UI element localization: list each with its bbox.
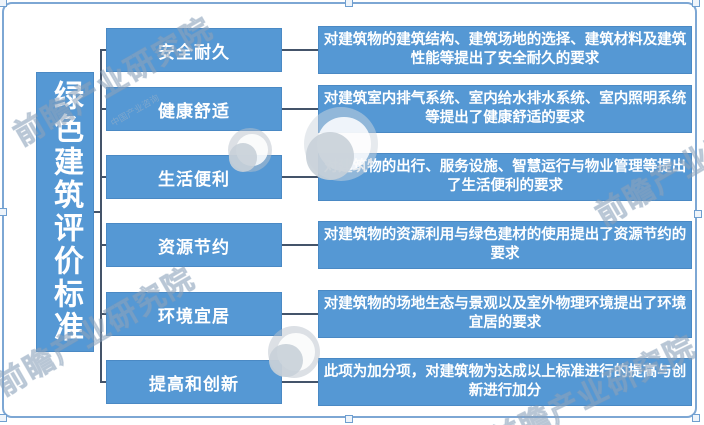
category-box-resource-saving[interactable]: 资源节约 <box>106 223 282 267</box>
link-connector-line <box>282 313 318 315</box>
selection-handle-bottom-left[interactable] <box>0 414 7 422</box>
description-box-resource-saving[interactable]: 对建筑物的资源利用与绿色建材的使用提出了资源节约的要求 <box>318 221 692 269</box>
branch-connector-line <box>100 381 106 383</box>
category-box-health-comfort[interactable]: 健康舒适 <box>106 87 282 131</box>
link-connector-line <box>282 176 318 178</box>
category-box-improvement-innovation[interactable]: 提高和创新 <box>106 360 282 404</box>
selection-handle-middle-right[interactable] <box>694 210 702 218</box>
category-label: 安全耐久 <box>158 42 230 62</box>
category-label: 资源节约 <box>158 237 230 257</box>
trunk-connector-line <box>100 50 102 383</box>
link-connector-line <box>282 108 318 110</box>
selection-handle-bottom-right[interactable] <box>692 414 700 422</box>
branch-connector-line <box>100 313 106 315</box>
link-connector-line <box>282 381 318 383</box>
branch-connector-line <box>100 49 106 51</box>
category-box-life-convenience[interactable]: 生活便利 <box>106 155 282 199</box>
selection-handle-top-right[interactable] <box>692 0 700 7</box>
branch-connector-line <box>100 108 106 110</box>
description-text: 对建筑物的建筑结构、建筑场地的选择、建筑材料及建筑性能等提出了安全耐久的要求 <box>323 32 687 67</box>
selection-handle-bottom-middle[interactable] <box>345 415 353 423</box>
description-box-environment-livability[interactable]: 对建筑物的场地生态与景观以及室外物理环境提出了环境宜居的要求 <box>318 290 692 338</box>
description-box-safety-durability[interactable]: 对建筑物的建筑结构、建筑场地的选择、建筑材料及建筑性能等提出了安全耐久的要求 <box>318 26 692 74</box>
description-text: 对建筑物的出行、服务设施、智慧运行与物业管理等提出了生活便利的要求 <box>323 159 687 194</box>
category-label: 提高和创新 <box>149 374 239 394</box>
category-box-environment-livability[interactable]: 环境宜居 <box>106 292 282 336</box>
category-label: 生活便利 <box>158 169 230 189</box>
selection-handle-top-left[interactable] <box>0 0 7 7</box>
link-connector-line <box>282 49 318 51</box>
root-title-box[interactable]: 绿色建筑评价标准 <box>36 72 94 352</box>
category-label: 健康舒适 <box>158 101 230 121</box>
category-label: 环境宜居 <box>158 306 230 326</box>
description-box-improvement-innovation[interactable]: 此项为加分项，对建筑物为达成以上标准进行的提高与创新进行加分 <box>318 358 692 406</box>
link-connector-line <box>282 244 318 246</box>
category-box-safety-durability[interactable]: 安全耐久 <box>106 28 282 72</box>
description-text: 对建筑室内排气系统、室内给水排水系统、室内照明系统等提出了健康舒适的要求 <box>323 91 687 126</box>
description-text: 对建筑物的资源利用与绿色建材的使用提出了资源节约的要求 <box>323 227 687 262</box>
root-connector-line <box>94 211 100 213</box>
selection-handle-top-middle[interactable] <box>345 0 353 7</box>
description-box-health-comfort[interactable]: 对建筑室内排气系统、室内给水排水系统、室内照明系统等提出了健康舒适的要求 <box>318 85 692 133</box>
description-box-life-convenience[interactable]: 对建筑物的出行、服务设施、智慧运行与物业管理等提出了生活便利的要求 <box>318 153 692 201</box>
description-text: 对建筑物的场地生态与景观以及室外物理环境提出了环境宜居的要求 <box>323 296 687 331</box>
branch-connector-line <box>100 244 106 246</box>
root-title-label: 绿色建筑评价标准 <box>49 80 82 344</box>
selection-handle-middle-left[interactable] <box>0 208 7 216</box>
branch-connector-line <box>100 176 106 178</box>
description-text: 此项为加分项，对建筑物为达成以上标准进行的提高与创新进行加分 <box>323 364 687 399</box>
